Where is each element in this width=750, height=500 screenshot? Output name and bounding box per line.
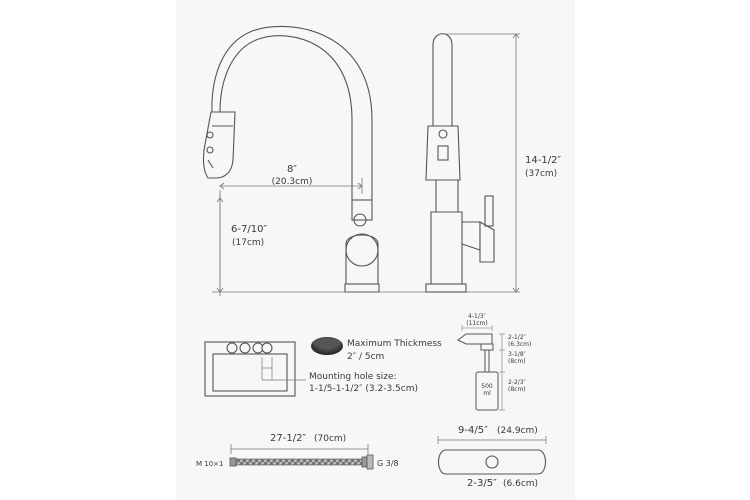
hole-size-label: Mounting hole size: [309,372,397,382]
hole-size-value: 1-1/5-1-1/2″ (3.2-3.5cm) [309,384,418,394]
dispenser-bottle-height: 2-2/3″ [508,379,527,386]
deck-plate-width-cm: (6.6cm) [503,479,538,489]
hose-dimension [230,444,369,454]
dispenser-shank-height: 3-1/8″ [508,351,527,358]
braided-hose [229,454,374,470]
bottle-capacity: 500 [481,383,493,390]
max-thickness-label: Maximum Thickmess [347,339,442,349]
bottle-unit: ml [483,390,491,397]
deck-plate-length-cm: (24.9cm) [497,426,538,436]
deck-plate [437,449,547,475]
hose-right-thread: G 3/8 [377,459,399,468]
dispenser-shank-height-cm: (8cm) [508,358,526,365]
dispenser-top-width-cm: (11cm) [466,320,487,327]
hose-length-cm: (70cm) [314,434,346,444]
soap-dispenser [457,333,499,411]
total-height-label-cm: (37cm) [525,169,557,179]
dispenser-head-height: 2-1/2″ [508,334,527,341]
thickness-disc-icon [311,337,343,355]
dispenser-bottle-height-cm: (8cm) [508,386,526,393]
deck-plate-length: 9-4/5″ [458,425,488,436]
hose-length: 27-1/2″ [270,433,306,444]
dispenser-top-width: 4-1/3″ [468,313,487,320]
soap-dispenser-dimensions [461,325,505,411]
total-height-label: 14-1/2″ [525,155,561,166]
spout-height-label-cm: (17cm) [232,238,264,248]
faucet-front-view [425,33,495,293]
spout-height-dimension [212,197,520,293]
hole-size-leader [261,357,306,381]
reach-dimension [219,178,363,296]
sink-top-view [204,341,296,397]
deck-plate-dimension [437,436,547,444]
total-height-dimension [443,33,520,293]
dispenser-head-height-cm: (6.3cm) [508,341,531,348]
spout-height-label: 6-7/10″ [231,224,267,235]
hose-left-thread: M 10×1 [196,460,224,468]
deck-plate-width: 2-3/5″ [467,478,497,489]
faucet-side-view [202,26,380,293]
reach-label-cm: (20.3cm) [272,177,313,187]
reach-label: 8″ [287,164,297,175]
max-thickness-value: 2″ / 5cm [347,352,384,362]
